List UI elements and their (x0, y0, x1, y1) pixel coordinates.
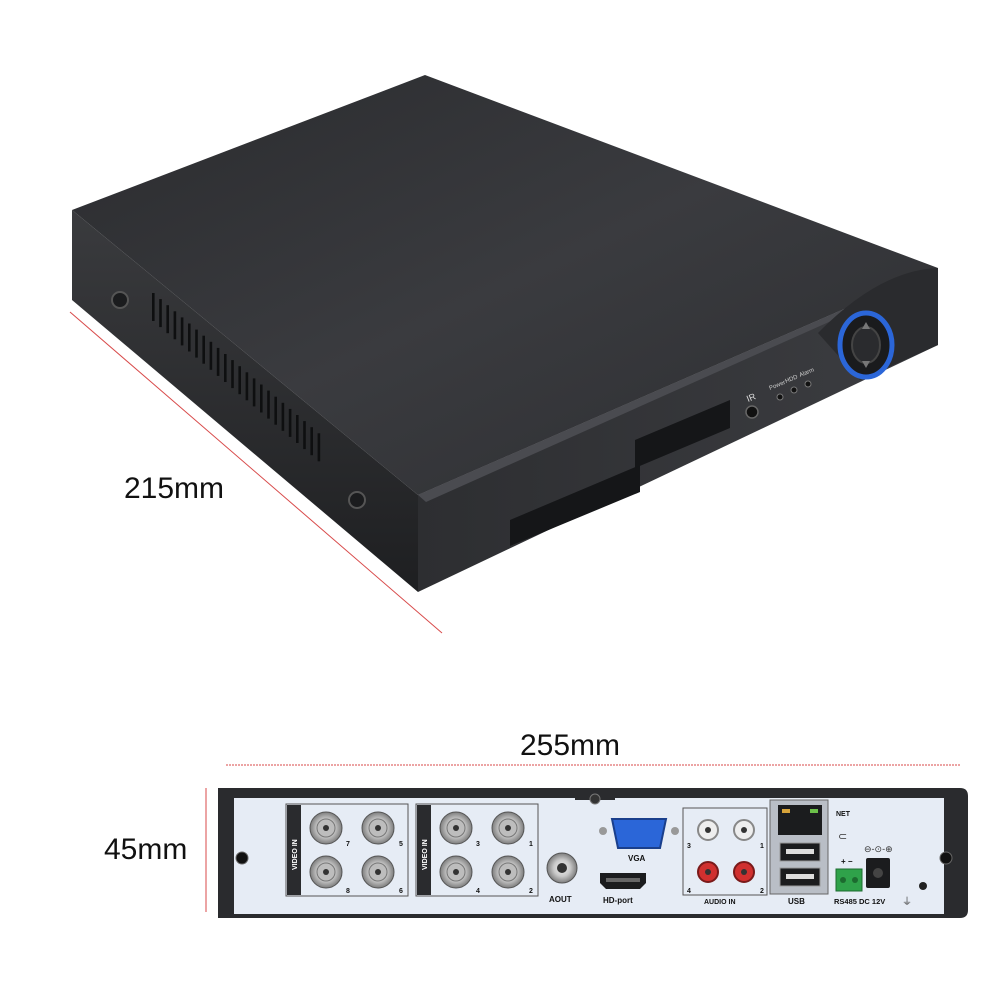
dvr-left-side (72, 210, 418, 592)
led-label-hdd: HDD (785, 374, 800, 385)
channel-number: 6 (399, 888, 403, 895)
bnc-connectors (309, 811, 525, 889)
video-in-label: VIDEO IN (292, 839, 299, 870)
rear-panel: VIDEO IN VIDEO IN 7 5 8 6 3 1 4 2 AOUT V… (218, 788, 968, 918)
audio-in-label: AUDIO IN (704, 899, 736, 906)
vent-slot (288, 408, 292, 437)
audio-number: 1 (760, 843, 764, 850)
vent-slot (224, 354, 227, 382)
vent-slot (245, 372, 249, 401)
ir-label: IR (745, 391, 758, 404)
vent-slot (252, 378, 256, 407)
front-slot (635, 400, 730, 468)
dvr-iso-view: IR Power HDD Alarm (72, 75, 938, 592)
power-label: RS485 DC 12V (834, 897, 885, 906)
screw-icon (235, 851, 249, 865)
channel-number: 2 (529, 888, 533, 895)
depth-dimension-line (69, 311, 443, 634)
vga-label: VGA (628, 854, 646, 863)
channel-number: 4 (476, 888, 480, 895)
vent-slot (260, 384, 263, 413)
vent-slot (180, 317, 184, 346)
dc-polarity-icon: ⊖-⊙-⊕ (864, 844, 893, 854)
vent-slot (159, 299, 162, 328)
vent-slot (310, 427, 313, 456)
bnc-connector (309, 855, 343, 889)
vent-slot (231, 360, 234, 389)
ir-sensor-icon (745, 405, 759, 419)
channel-number: 8 (346, 888, 350, 895)
height-dimension-label: 45mm (104, 833, 187, 866)
bnc-connector (491, 855, 525, 889)
vent-slot (274, 396, 277, 425)
vent-slot (202, 335, 205, 364)
rs485-terminal (835, 868, 863, 892)
ground-icon: ⏚ (902, 896, 912, 908)
vga-port (610, 818, 668, 849)
channel-number: 5 (399, 841, 403, 848)
vent-slot (238, 366, 241, 395)
arrow-up-icon (862, 322, 870, 329)
vent-slot (188, 323, 191, 352)
vent-slot (209, 341, 213, 370)
video-in-group (415, 803, 539, 897)
vent-slot (152, 293, 155, 321)
vent-slot (195, 329, 198, 358)
bnc-connector (361, 811, 395, 845)
reset-hole (919, 882, 927, 890)
vent-slot (303, 421, 306, 450)
dvr-top-face (72, 75, 938, 495)
screw-icon (111, 291, 129, 309)
led-indicator-icon (804, 380, 812, 388)
screw-icon (348, 491, 366, 509)
channel-number: 3 (476, 841, 480, 848)
channel-number: 1 (529, 841, 533, 848)
led-label-power: Power (769, 380, 787, 392)
vent-slot (317, 433, 321, 462)
audio-number: 2 (760, 888, 764, 895)
net-label: NET (836, 811, 851, 818)
vent-slot (166, 305, 169, 334)
bnc-connector (491, 811, 525, 845)
channel-number: 7 (346, 841, 350, 848)
led-group: Power HDD Alarm (769, 367, 816, 401)
vent-slot (281, 402, 285, 431)
led-indicator-icon (776, 393, 784, 401)
led-label-alarm: Alarm (799, 367, 816, 378)
network-icon: ⊂ (838, 831, 847, 843)
video-in-label: VIDEO IN (422, 839, 429, 870)
video-in-group (285, 803, 409, 897)
dvr-front-bezel (418, 268, 938, 502)
rca-jacks (697, 819, 755, 883)
screw-icon (939, 851, 953, 865)
width-dimension-label: 255mm (520, 729, 620, 762)
aout-label: AOUT (549, 895, 572, 904)
audio-number: 3 (687, 843, 691, 850)
bnc-connector (439, 811, 473, 845)
depth-dimension-label: 215mm (124, 472, 224, 505)
front-slot (510, 465, 640, 546)
terminal-polarity: + − (841, 857, 853, 866)
audio-number: 4 (687, 888, 691, 895)
bnc-connector (309, 811, 343, 845)
audio-in-group (682, 807, 768, 896)
led-indicator-icon (790, 386, 798, 394)
bnc-connector (361, 855, 395, 889)
vent-slot (173, 311, 177, 340)
bnc-connector (439, 855, 473, 889)
nav-dial (837, 310, 895, 380)
hd-port-label: HD-port (603, 896, 633, 905)
vent-slot (216, 347, 220, 376)
vent-slot (267, 390, 270, 419)
side-vents (152, 293, 321, 462)
screw-icon (589, 793, 601, 805)
arrow-down-icon (862, 361, 870, 368)
vent-slot (296, 415, 299, 443)
usb-label: USB (788, 897, 805, 906)
